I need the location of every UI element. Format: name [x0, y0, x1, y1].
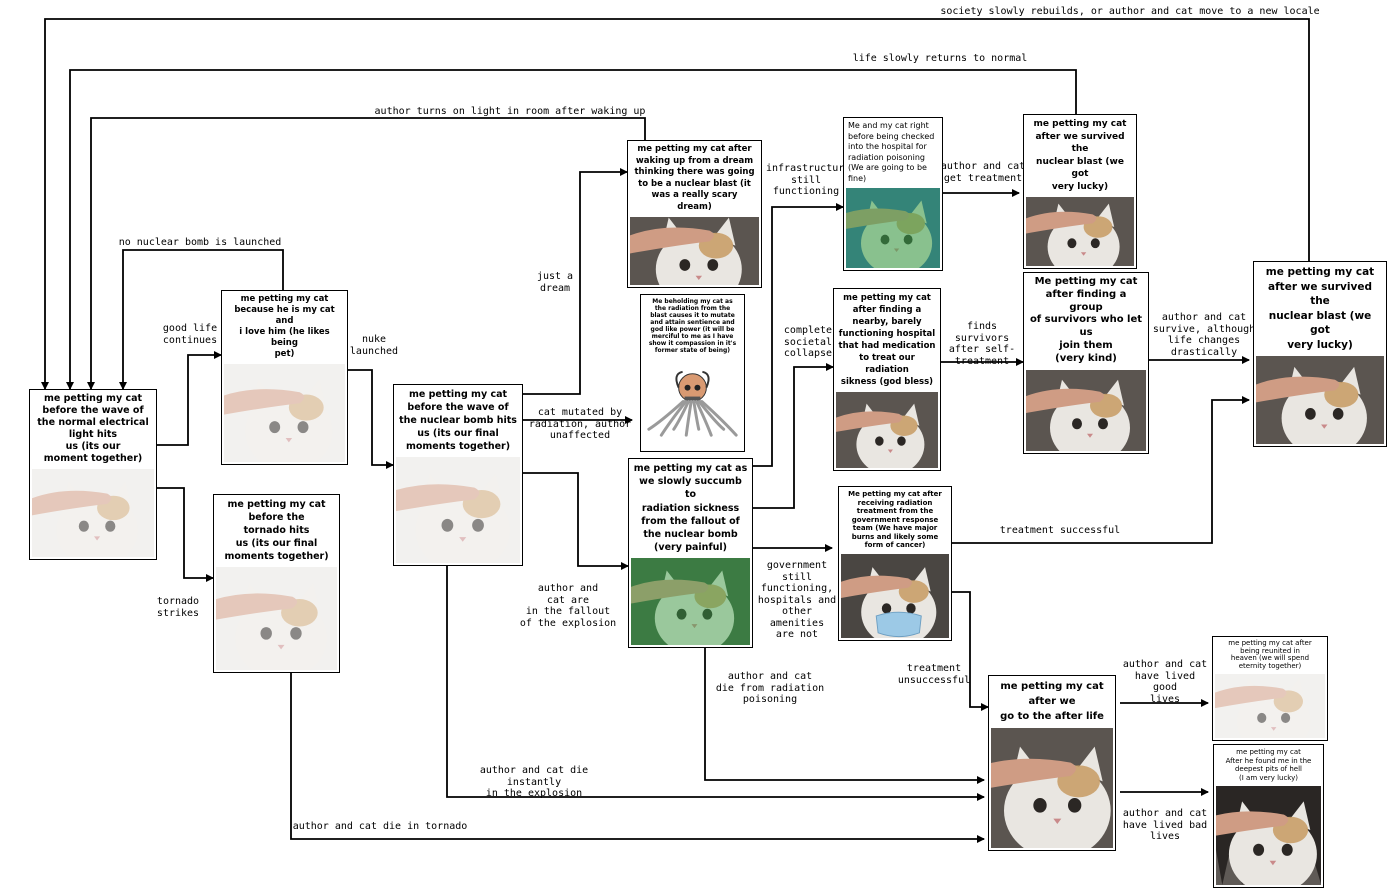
edge-treat-fail — [952, 591, 989, 711]
label-cat-mutated: cat mutated by radiation, author unaffec… — [528, 407, 632, 441]
edge-treat-success — [952, 396, 1250, 544]
card-caption: me petting my cat before the wave of the… — [37, 393, 149, 464]
label-die-instantly: author and cat die instantly in the expl… — [479, 765, 589, 799]
edge-no-nuke — [119, 249, 284, 390]
edge-die-tornado — [290, 673, 985, 843]
card-heaven: me petting my cat after being reunited i… — [1212, 636, 1328, 741]
label-no-nuke: no nuclear bomb is launched — [118, 237, 282, 248]
cat-photo — [836, 392, 938, 468]
edge-top-loop — [41, 18, 1310, 390]
card-start: me petting my cat before the wave of the… — [29, 389, 157, 560]
label-tornado-strikes: tornado strikes — [156, 596, 200, 619]
card-because: me petting my cat because he is my cat a… — [221, 290, 348, 465]
card-hospital-checkin: Me and my cat right before being checked… — [843, 117, 943, 271]
card-caption: me petting my cat after waking up from a… — [634, 144, 755, 212]
label-infra: infrastructure still functioning — [766, 163, 851, 197]
cat-photo — [224, 364, 345, 462]
card-caption: me petting my cat after finding a nearby… — [838, 293, 936, 387]
card-caption: me petting my cat before the tornado hit… — [224, 499, 329, 562]
cat-photo — [846, 188, 940, 268]
cat-photo — [396, 457, 520, 563]
cat-photo — [32, 469, 154, 557]
card-caption: me petting my cat after we survived the … — [1033, 119, 1127, 192]
card-hell: me petting my cat After he found me in t… — [1213, 744, 1324, 888]
card-dream: me petting my cat after waking up from a… — [627, 140, 762, 288]
edge-light-on — [87, 117, 646, 390]
card-mutant: Me beholding my cat as the radiation fro… — [640, 294, 745, 452]
mutant-cat-octopus-drawing — [643, 358, 742, 449]
card-caption: me petting my cat After he found me in t… — [1225, 748, 1312, 782]
cat-photo — [1026, 369, 1146, 451]
edge-die-instantly — [446, 566, 985, 801]
cat-photo — [631, 558, 750, 645]
edge-life-normal — [66, 69, 1077, 390]
card-tornado: me petting my cat before the tornado hit… — [213, 494, 340, 673]
cat-photo — [1026, 197, 1134, 266]
label-treat-fail: treatment unsuccessful — [897, 663, 971, 686]
label-top-loop: society slowly rebuilds, or author and c… — [940, 6, 1320, 17]
label-get-treatment: author and cat get treatment — [940, 161, 1026, 184]
label-good-life: good life continues — [162, 323, 218, 346]
edge-good-life — [157, 351, 222, 446]
card-succumb: me petting my cat as we slowly succumb t… — [628, 458, 753, 648]
label-bad-lives: author and cat have lived bad lives — [1122, 808, 1208, 842]
card-survived-top: me petting my cat after we survived the … — [1023, 114, 1137, 269]
label-die-radiation: author and cat die from radiation poison… — [715, 671, 825, 705]
edge-infra — [753, 203, 844, 467]
label-treat-success: treatment successful — [999, 525, 1121, 536]
card-barely-hospital: me petting my cat after finding a nearby… — [833, 288, 941, 471]
label-life-normal: life slowly returns to normal — [852, 53, 1028, 64]
card-survived-final: me petting my cat after we survived the … — [1253, 261, 1387, 447]
card-caption: me petting my cat as we slowly succumb t… — [633, 463, 748, 554]
cat-photo — [1216, 786, 1321, 885]
label-die-tornado: author and cat die in tornado — [292, 821, 468, 832]
label-good-lives: author and cat have lived good lives — [1122, 659, 1208, 705]
cat-photo — [216, 567, 337, 670]
label-gov: government still functioning, hospitals … — [757, 560, 837, 640]
card-caption: Me beholding my cat as the radiation fro… — [648, 298, 737, 354]
label-nuke-launched: nuke launched — [349, 334, 399, 357]
edge-tornado — [157, 487, 214, 582]
card-caption: me petting my cat because he is my cat a… — [234, 294, 335, 359]
card-caption: me petting my cat after being reunited i… — [1228, 639, 1312, 670]
card-afterlife: me petting my cat after we go to the aft… — [988, 675, 1116, 851]
edge-nuke-launched — [348, 369, 394, 469]
label-just-dream: just a dream — [536, 271, 574, 294]
edge-collapse — [753, 363, 834, 509]
cat-photo — [630, 217, 759, 285]
card-caption: Me petting my cat after receiving radiat… — [848, 490, 942, 549]
cat-photo — [991, 728, 1113, 848]
label-in-fallout: author and cat are in the fallout of the… — [519, 583, 617, 629]
card-caption: me petting my cat after we survived the … — [1265, 266, 1375, 351]
cat-photo — [841, 553, 949, 638]
edge-in-fallout — [523, 472, 629, 570]
cat-photo — [1215, 674, 1325, 738]
label-collapse: complete societal collapse — [783, 325, 833, 359]
edge-die-radiation — [704, 648, 985, 784]
card-survivors-group: Me petting my cat after finding a group … — [1023, 272, 1149, 454]
card-gov-treatment: Me petting my cat after receiving radiat… — [838, 486, 952, 641]
card-caption: me petting my cat before the wave of the… — [399, 389, 517, 452]
card-caption: Me and my cat right before being checked… — [848, 121, 935, 183]
card-caption: Me petting my cat after finding a group … — [1029, 276, 1143, 364]
label-survive-changes: author and cat survive, although life ch… — [1152, 312, 1256, 358]
label-found-survivors: finds survivors after self- treatment — [948, 321, 1016, 367]
label-light-on: author turns on light in room after waki… — [374, 106, 646, 117]
card-nuclear: me petting my cat before the wave of the… — [393, 384, 523, 566]
card-caption: me petting my cat after we go to the aft… — [1000, 681, 1104, 722]
cat-photo — [1256, 356, 1384, 444]
edge-just-dream — [523, 168, 628, 395]
